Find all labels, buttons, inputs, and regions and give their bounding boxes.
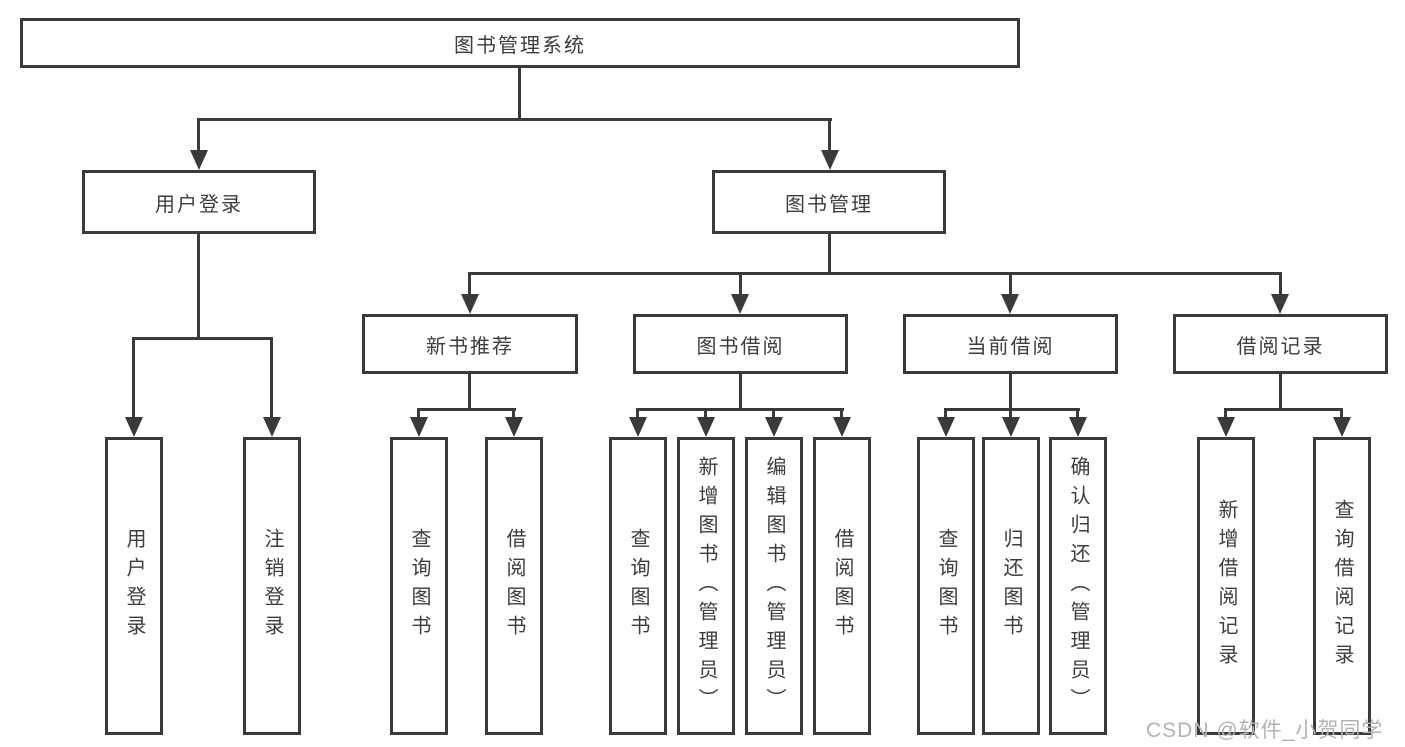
arrow-down-icon — [937, 417, 955, 437]
leaf-return-book-label: 归还图书 — [1000, 528, 1022, 644]
arrow-down-icon — [1001, 294, 1019, 314]
arrow-down-icon — [1002, 417, 1020, 437]
arrow-down-icon — [410, 417, 428, 437]
leaf-return-book: 归还图书 — [982, 437, 1040, 735]
leaf-borrow-query-book: 查询图书 — [609, 437, 667, 735]
connector-line — [518, 68, 521, 118]
leaf-borrow-book-label: 借阅图书 — [831, 528, 853, 644]
connector-line — [840, 408, 843, 419]
leaf-edit-book-admin: 编辑图书（管理员） — [745, 437, 803, 735]
connector-line — [636, 408, 639, 419]
leaf-borrow-book: 借阅图书 — [813, 437, 871, 735]
connector-line — [132, 337, 273, 340]
node-root-label: 图书管理系统 — [454, 34, 586, 57]
leaf-add-book-admin-label: 新增图书（管理员） — [695, 455, 717, 717]
connector-line — [636, 408, 844, 411]
node-book-management-label: 图书管理 — [785, 193, 873, 216]
csdn-watermark: CSDN @软件_小贺同学 — [1146, 719, 1384, 742]
connector-line — [468, 272, 1282, 275]
leaf-confirm-return-admin: 确认归还（管理员） — [1049, 437, 1107, 735]
leaf-borrow-query-book-label: 查询图书 — [627, 528, 649, 644]
leaf-current-query-book-label: 查询图书 — [935, 528, 957, 644]
connector-line — [1340, 408, 1343, 419]
connector-line — [1009, 408, 1012, 419]
node-user-login-label: 用户登录 — [155, 193, 243, 216]
node-user-login: 用户登录 — [82, 170, 316, 234]
leaf-add-book-admin: 新增图书（管理员） — [677, 437, 735, 735]
leaf-user-login-label: 用户登录 — [123, 528, 145, 644]
connector-line — [1224, 408, 1227, 419]
node-borrow-records-label: 借阅记录 — [1236, 335, 1325, 358]
leaf-query-borrow-record-label: 查询借阅记录 — [1331, 499, 1353, 673]
arrow-down-icon — [697, 417, 715, 437]
connector-line — [1009, 272, 1012, 296]
arrow-down-icon — [505, 417, 523, 437]
node-root: 图书管理系统 — [20, 18, 1020, 68]
arrow-down-icon — [125, 417, 143, 437]
arrow-down-icon — [1217, 417, 1235, 437]
connector-line — [132, 337, 135, 417]
leaf-current-query-book: 查询图书 — [917, 437, 975, 735]
connector-line — [1009, 374, 1012, 408]
arrow-down-icon — [1271, 294, 1289, 314]
arrow-down-icon — [833, 417, 851, 437]
connector-line — [772, 408, 775, 419]
node-book-borrow: 图书借阅 — [633, 314, 848, 374]
connector-line — [197, 118, 200, 152]
leaf-user-login: 用户登录 — [105, 437, 163, 735]
node-new-book-recommend-label: 新书推荐 — [426, 335, 514, 358]
leaf-logout-label: 注销登录 — [261, 528, 283, 644]
connector-line — [1076, 408, 1079, 419]
connector-line — [270, 337, 273, 417]
connector-line — [417, 408, 420, 419]
connector-line — [944, 408, 1080, 411]
connector-line — [197, 234, 200, 337]
arrow-down-icon — [765, 417, 783, 437]
leaf-recommend-query-book-label: 查询图书 — [408, 528, 430, 644]
connector-line — [704, 408, 707, 419]
arrow-down-icon — [821, 150, 839, 170]
leaf-recommend-query-book: 查询图书 — [390, 437, 448, 735]
leaf-confirm-return-admin-label: 确认归还（管理员） — [1067, 455, 1089, 717]
node-new-book-recommend: 新书推荐 — [362, 314, 578, 374]
connector-line — [1279, 374, 1282, 408]
leaf-recommend-borrow-book-label: 借阅图书 — [503, 528, 525, 644]
leaf-add-borrow-record: 新增借阅记录 — [1197, 437, 1255, 735]
connector-line — [468, 374, 471, 408]
connector-line — [198, 118, 832, 121]
leaf-query-borrow-record: 查询借阅记录 — [1313, 437, 1371, 735]
arrow-down-icon — [1333, 417, 1351, 437]
node-borrow-records: 借阅记录 — [1173, 314, 1388, 374]
connector-line — [417, 408, 516, 411]
leaf-edit-book-admin-label: 编辑图书（管理员） — [763, 455, 785, 717]
connector-line — [739, 272, 742, 296]
arrow-down-icon — [1069, 417, 1087, 437]
connector-line — [828, 118, 831, 152]
arrow-down-icon — [629, 417, 647, 437]
connector-line — [468, 272, 471, 296]
connector-line — [828, 234, 831, 272]
connector-line — [739, 374, 742, 408]
arrow-down-icon — [263, 417, 281, 437]
leaf-recommend-borrow-book: 借阅图书 — [485, 437, 543, 735]
arrow-down-icon — [190, 150, 208, 170]
connector-line — [1279, 272, 1282, 296]
arrow-down-icon — [461, 294, 479, 314]
node-book-management: 图书管理 — [712, 170, 946, 234]
leaf-add-borrow-record-label: 新增借阅记录 — [1215, 499, 1237, 673]
node-current-borrow-label: 当前借阅 — [966, 335, 1055, 358]
node-book-borrow-label: 图书借阅 — [696, 335, 785, 358]
connector-line — [512, 408, 515, 419]
arrow-down-icon — [731, 294, 749, 314]
leaf-logout: 注销登录 — [243, 437, 301, 735]
node-current-borrow: 当前借阅 — [903, 314, 1118, 374]
connector-line — [1224, 408, 1343, 411]
connector-line — [944, 408, 947, 419]
